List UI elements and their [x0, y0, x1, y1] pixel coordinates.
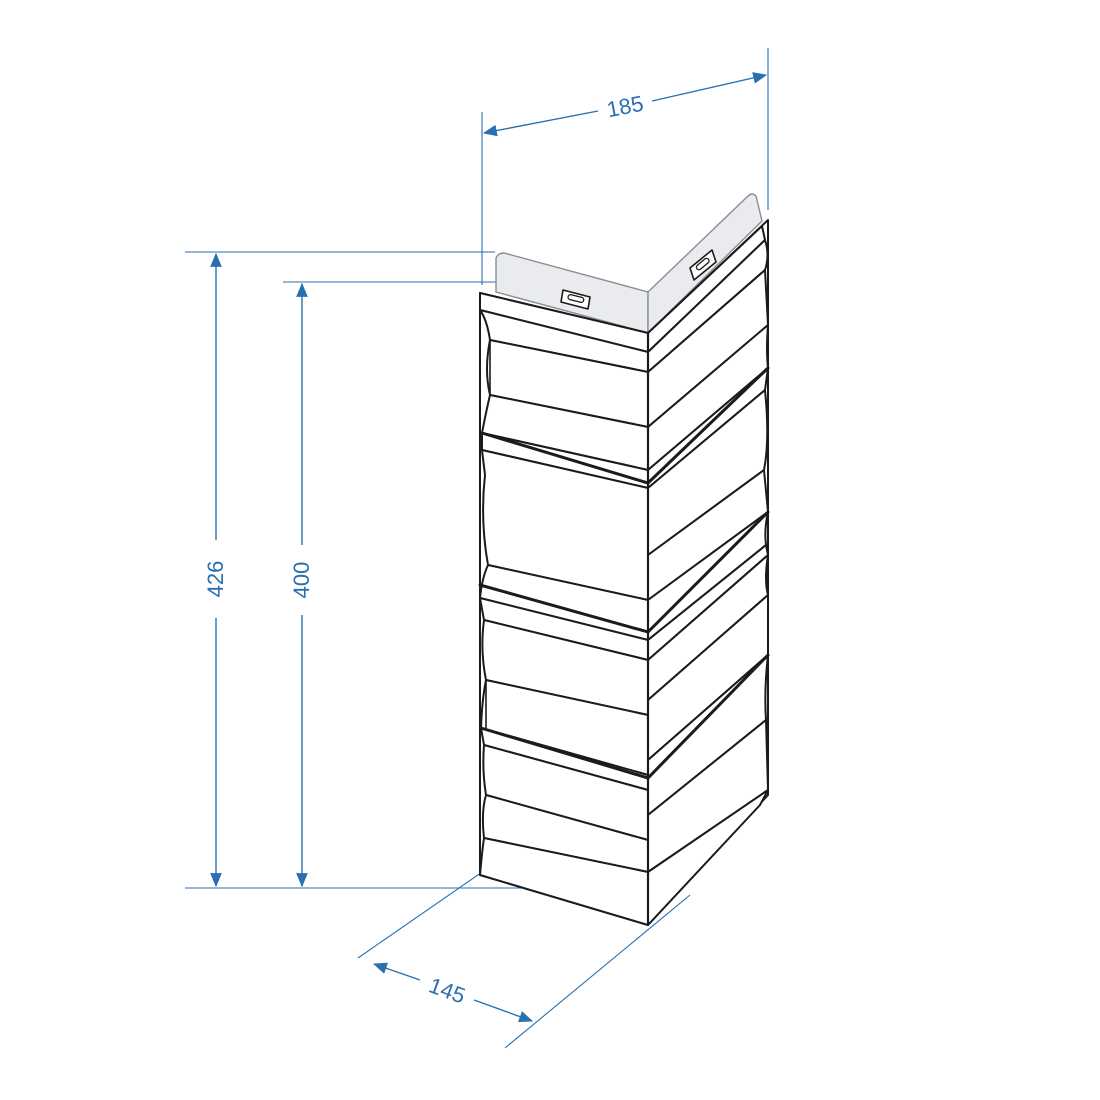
extension-lines: [185, 48, 769, 1049]
brick-row: [479, 837, 649, 926]
dimension-line-145-right: [473, 999, 534, 1023]
dimension-label-426: 426: [203, 561, 228, 598]
dimension-label-185: 185: [605, 91, 646, 123]
mounting-slot-icon: [560, 289, 591, 310]
dimension-line-top: [482, 110, 599, 137]
dimension-line-145-left: [372, 962, 421, 981]
joint-lines: [478, 366, 770, 780]
mounting-flange-right: [647, 193, 763, 335]
dimension-bottom-depth: 145: [372, 962, 534, 1023]
dimension-top-width: 185: [482, 72, 768, 137]
dimension-line-top-b: [651, 72, 768, 102]
mounting-slot-icon: [689, 249, 717, 281]
dimension-total-height: 426: [203, 252, 228, 888]
dimension-label-400: 400: [289, 562, 314, 599]
dimension-visible-height: 400: [289, 282, 314, 888]
dimension-label-145: 145: [426, 973, 469, 1009]
